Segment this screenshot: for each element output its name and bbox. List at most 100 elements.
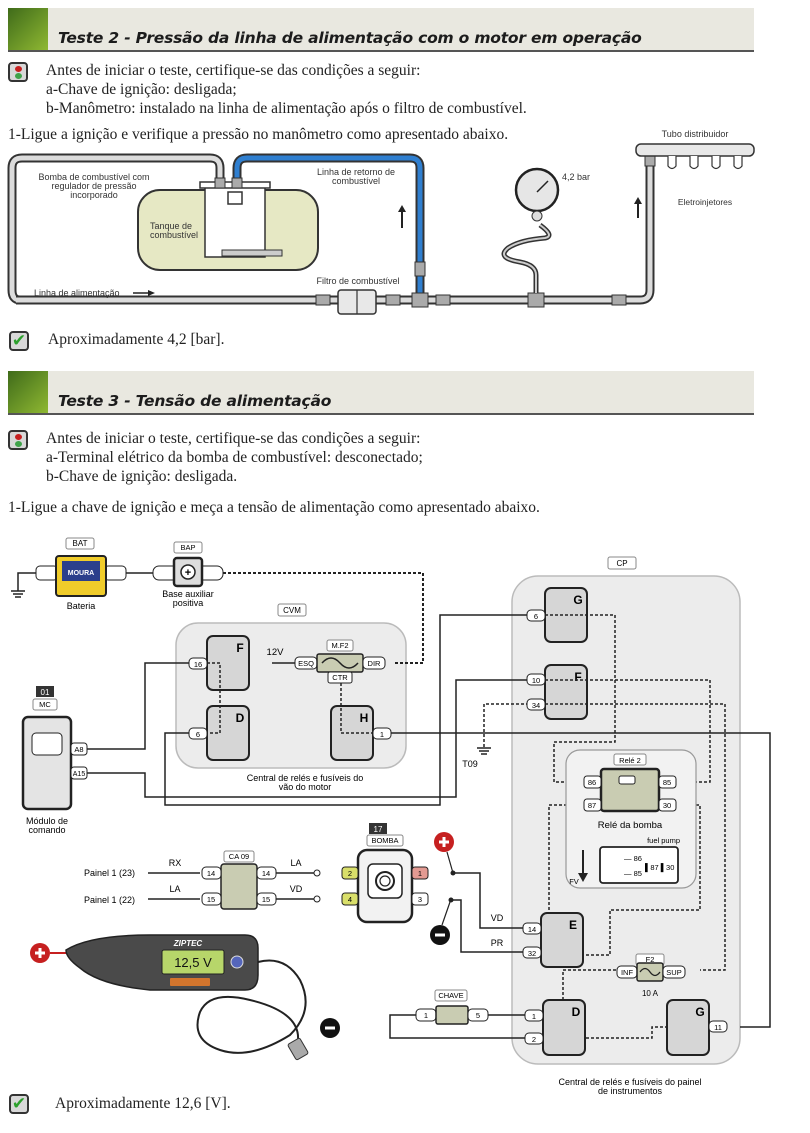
- header-accent: [8, 371, 48, 413]
- feed-line-bottom-inner: [16, 150, 653, 303]
- test3-header: Teste 3 - Tensão de alimentação: [8, 371, 754, 415]
- svg-text:32: 32: [528, 949, 536, 958]
- bap-tag: BAP: [180, 543, 195, 552]
- svg-text:DIR: DIR: [368, 659, 382, 668]
- pump-label-1: Bomba de combustível com: [38, 172, 149, 182]
- svg-text:T09: T09: [462, 759, 478, 769]
- feed-line-inner: [9, 155, 223, 303]
- gauge-value: 4,2 bar: [562, 172, 590, 182]
- svg-text:F2: F2: [646, 955, 655, 964]
- cvm-block-f: [206, 635, 250, 691]
- svg-text:87: 87: [588, 801, 596, 810]
- svg-text:11: 11: [714, 1023, 722, 1032]
- cvm-block-d: [206, 705, 250, 761]
- svg-text:1: 1: [532, 1012, 536, 1021]
- svg-text:Painel 1 (23): Painel 1 (23): [84, 868, 135, 878]
- feed-line-label: Linha de alimentação: [34, 288, 120, 298]
- meter-positive-icon: [30, 943, 50, 963]
- feed-line-bottom: [16, 150, 655, 305]
- test2-step1: 1-Ligue a ignição e verifique a pressão …: [8, 126, 509, 143]
- svg-text:F: F: [236, 641, 243, 655]
- svg-text:85: 85: [663, 778, 671, 787]
- checkmark-icon: ✔: [9, 1094, 29, 1114]
- svg-text:15: 15: [207, 895, 215, 904]
- svg-text:ZIPTEC: ZIPTEC: [173, 939, 203, 948]
- cvm-tag: CVM: [283, 606, 301, 615]
- meter-cable: [196, 959, 307, 1054]
- cp-block-g2: [666, 999, 710, 1056]
- svg-text:16: 16: [194, 660, 202, 669]
- voltage-12v: 12V: [267, 647, 285, 658]
- ground-t09-icon: [477, 747, 491, 755]
- test2-precondition-a: a-Chave de ignição: desligada;: [46, 81, 237, 98]
- svg-text:01: 01: [41, 688, 50, 697]
- svg-text:10: 10: [532, 676, 540, 685]
- cp-block-e: [540, 912, 584, 968]
- pump-motor-icon: [227, 191, 243, 205]
- feed-line-outer: [7, 153, 225, 305]
- positive-probe-icon: [434, 832, 454, 852]
- cp-tag: CP: [616, 559, 627, 568]
- cp-block-d: [542, 999, 586, 1056]
- positive-base-icon: [172, 556, 204, 588]
- svg-text:E: E: [569, 918, 577, 932]
- ground-icon: [11, 590, 25, 598]
- test3-title: Teste 3 - Tensão de alimentação: [58, 392, 332, 410]
- cp-panel: [511, 575, 741, 1065]
- svg-text:6: 6: [534, 612, 538, 621]
- test2-result: Aproximadamente 4,2 [bar].: [48, 331, 225, 348]
- svg-text:CTR: CTR: [332, 673, 348, 682]
- fuel-tank: [137, 189, 319, 271]
- svg-text:86: 86: [588, 778, 596, 787]
- svg-text:15: 15: [262, 895, 270, 904]
- fuel-pump-module: [204, 184, 266, 258]
- tank-label-1: Tanque de: [150, 221, 192, 231]
- svg-text:10 A: 10 A: [642, 989, 659, 998]
- svg-text:FV: FV: [569, 877, 579, 886]
- fuse-mf2-icon: [316, 653, 364, 673]
- relay-panel: [565, 749, 697, 889]
- test3-step1: 1-Ligue a chave de ignição e meça a tens…: [8, 499, 540, 516]
- battery-brand: MOURA: [68, 570, 94, 577]
- svg-text:SUP: SUP: [666, 968, 681, 977]
- svg-text:D: D: [236, 711, 245, 725]
- svg-text:+: +: [185, 567, 191, 579]
- injectors-label: Eletroinjetores: [678, 197, 732, 207]
- svg-text:6: 6: [196, 730, 200, 739]
- battery-icon: [55, 555, 107, 597]
- return-label-2: combustível: [332, 176, 380, 186]
- cvm-panel: [175, 622, 407, 769]
- negative-probe-icon: [430, 925, 450, 945]
- svg-text:Central de relés e fusíveis do: Central de relés e fusíveis do painel: [558, 1077, 701, 1087]
- return-label-1: Linha de retorno de: [317, 167, 395, 177]
- svg-text:G: G: [573, 593, 582, 607]
- svg-text:CHAVE: CHAVE: [438, 991, 463, 1000]
- bat-tag: BAT: [73, 539, 88, 548]
- svg-text:30: 30: [663, 801, 671, 810]
- traffic-light-icon: [8, 62, 28, 82]
- fuel-pump-connector-icon: [356, 848, 414, 924]
- cvm-label-2: vão do motor: [279, 782, 332, 792]
- svg-text:INF: INF: [621, 968, 634, 977]
- fuel-pump-relay-icon: [599, 767, 661, 813]
- svg-text:Módulo de: Módulo de: [26, 816, 68, 826]
- svg-text:5: 5: [476, 1011, 480, 1020]
- svg-text:Relé da bomba: Relé da bomba: [598, 820, 663, 831]
- pump-flange: [199, 181, 271, 189]
- control-module-icon: [21, 715, 73, 811]
- svg-text:PR: PR: [491, 938, 504, 948]
- svg-text:A8: A8: [74, 745, 83, 754]
- bat-label: Bateria: [67, 601, 96, 611]
- connector-ca09-icon: [220, 863, 258, 910]
- svg-text:fuel pump: fuel pump: [647, 836, 680, 845]
- svg-text:VD: VD: [491, 913, 504, 923]
- checkmark-icon: ✔: [9, 331, 29, 351]
- test3-precondition-a: a-Terminal elétrico da bomba de combustí…: [46, 449, 423, 466]
- multimeter-icon: [65, 934, 259, 991]
- cvm-block-h: [330, 705, 374, 761]
- bap-label-1: Base auxiliar: [162, 589, 214, 599]
- svg-text:3: 3: [418, 895, 422, 904]
- test2-title: Teste 2 - Pressão da linha de alimentaçã…: [58, 29, 642, 47]
- svg-text:14: 14: [207, 869, 215, 878]
